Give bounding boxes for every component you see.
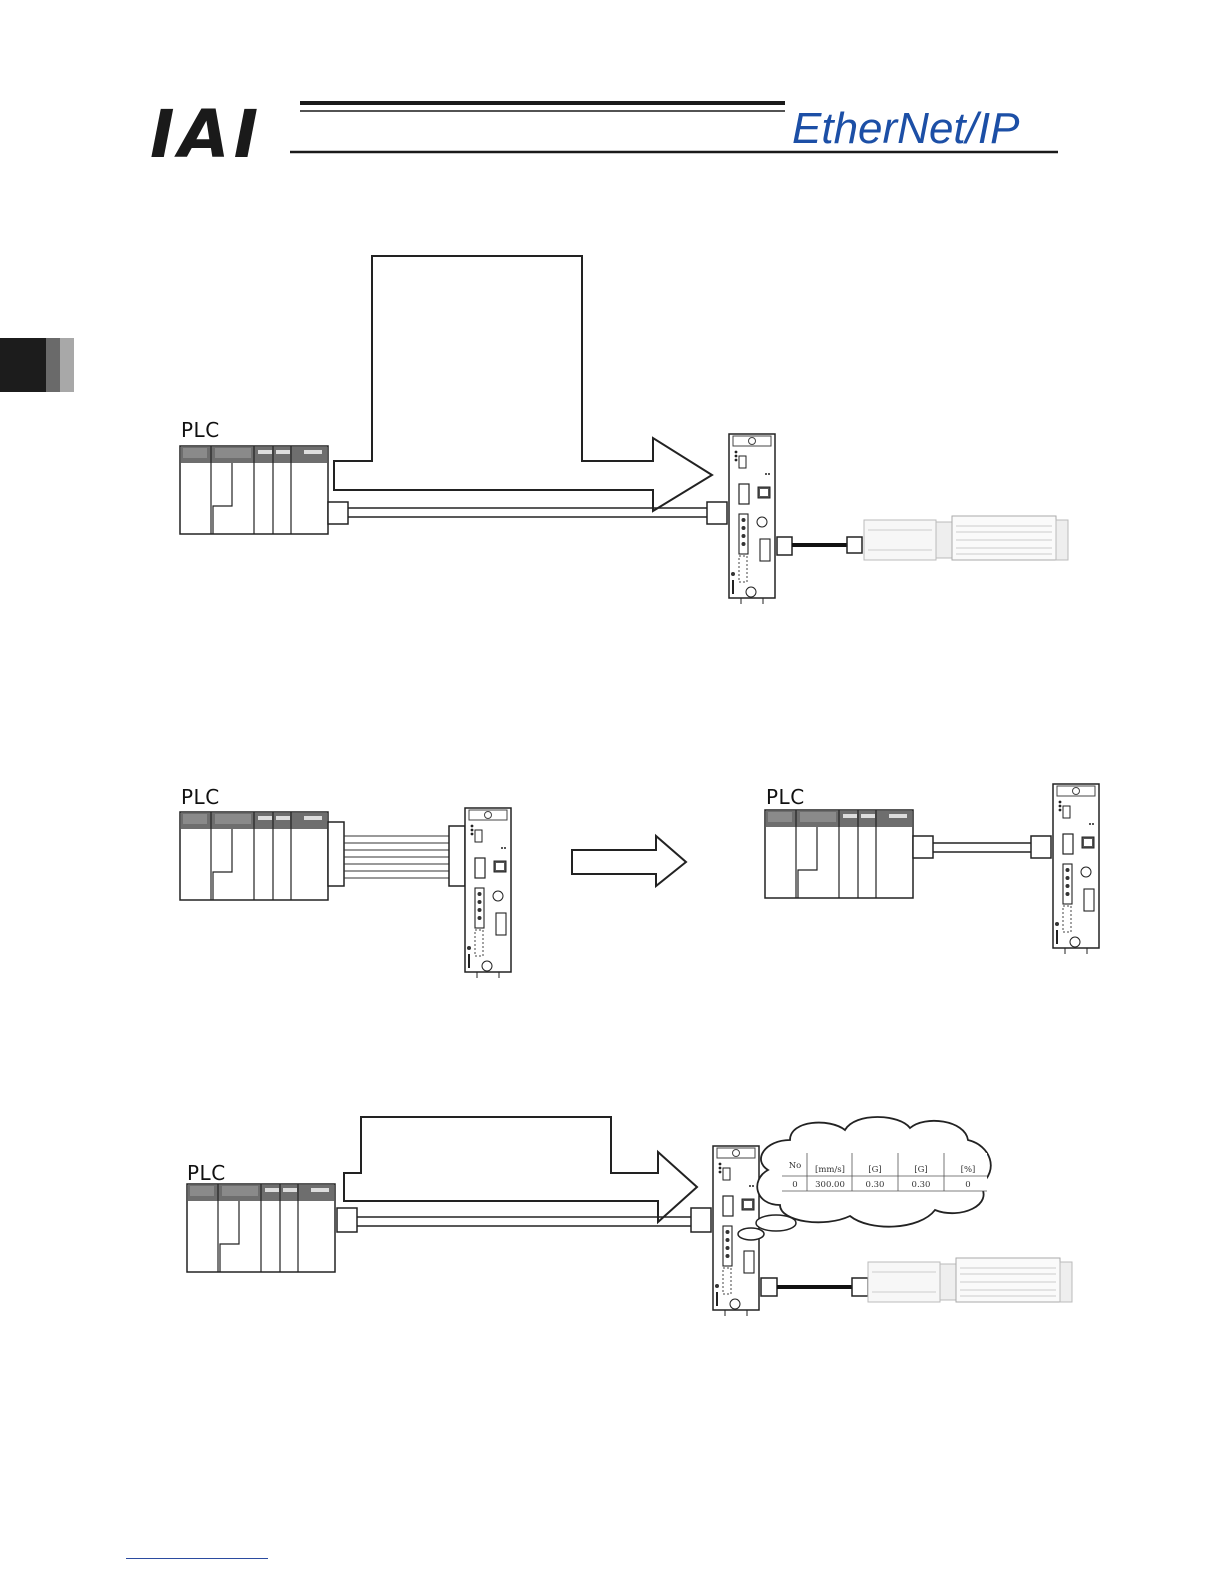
header-rules xyxy=(290,103,1058,152)
arrow-icon xyxy=(344,1117,697,1222)
plc-rack-icon xyxy=(180,812,328,900)
arrow-icon xyxy=(334,256,712,511)
arrow-icon xyxy=(572,836,686,886)
bubble-header-cell: [%] xyxy=(961,1165,976,1175)
footer-rule xyxy=(126,1558,268,1559)
bubble-header-cell: [G] xyxy=(914,1165,927,1175)
diagram-middle xyxy=(180,784,1099,978)
bubble-header-cell: [mm/s] xyxy=(815,1165,845,1175)
bubble-row-cell: 0.30 xyxy=(912,1180,931,1190)
bubble-header-cell: [G] xyxy=(868,1165,881,1175)
plc-rack-icon xyxy=(180,446,328,534)
bubble-row-cell: 300.00 xyxy=(815,1180,845,1190)
plc-rack-icon xyxy=(765,810,913,898)
plc-rack-icon xyxy=(187,1184,335,1272)
controller-icon xyxy=(1053,784,1099,954)
controller-icon xyxy=(465,808,511,978)
actuator-icon xyxy=(864,516,1068,560)
bubble-row-cell: 0 xyxy=(965,1180,970,1190)
diagram-bottom: No [mm/s] [G] [G] [%] 0 300.00 0.30 0.30… xyxy=(187,1117,1072,1316)
bubble-row-cell: 0.30 xyxy=(866,1180,885,1190)
bubble-row-cell: 0 xyxy=(792,1180,797,1190)
diagram-top xyxy=(180,256,1068,604)
actuator-icon xyxy=(868,1258,1072,1302)
controller-icon xyxy=(729,434,775,604)
bubble-header-cell: No xyxy=(789,1161,802,1171)
bubble-table: No [mm/s] [G] [G] [%] 0 300.00 0.30 0.30… xyxy=(782,1153,987,1191)
